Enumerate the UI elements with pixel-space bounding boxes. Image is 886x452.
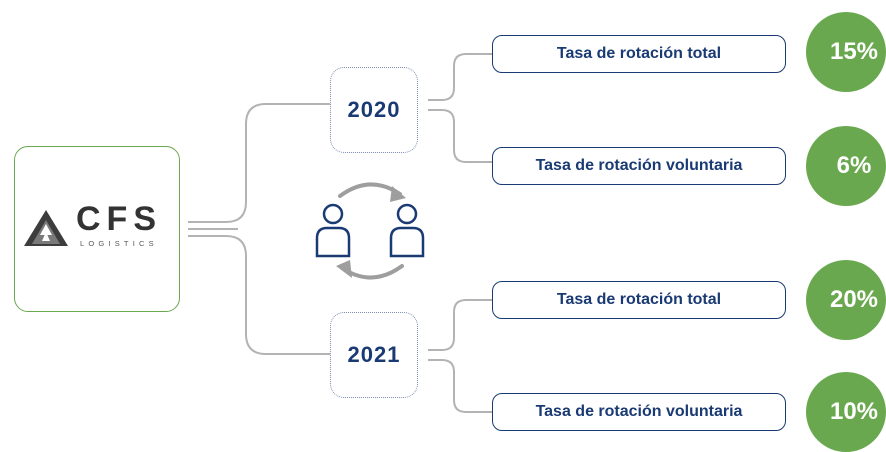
person-icon (389, 203, 425, 258)
company-logo-box (14, 146, 180, 312)
year-2020-box: 2020 (330, 67, 418, 153)
person-icon (315, 203, 351, 258)
metric-pill-voluntary-2021: Tasa de rotación voluntaria (492, 393, 786, 431)
year-2021-box: 2021 (330, 312, 418, 398)
value-circle-total-2021: 20% (806, 260, 886, 340)
metric-pill-total-2021: Tasa de rotación total (492, 281, 786, 319)
value-circle-voluntary-2021: 10% (806, 372, 886, 452)
triangle-logo-icon (24, 210, 68, 246)
value-text: 15% (829, 38, 879, 65)
value-circle-voluntary-2020: 6% (806, 126, 886, 206)
company-subtitle: LOGISTICS (80, 239, 158, 248)
metric-pill-voluntary-2020: Tasa de rotación voluntaria (492, 147, 786, 185)
value-text: 6% (836, 152, 872, 179)
value-circle-total-2020: 15% (806, 12, 886, 92)
value-text: 10% (829, 398, 879, 425)
metric-pill-total-2020: Tasa de rotación total (492, 35, 786, 73)
value-text: 20% (829, 286, 879, 313)
company-name: CFS (76, 200, 162, 238)
cycle-arrows-icon (315, 182, 425, 280)
